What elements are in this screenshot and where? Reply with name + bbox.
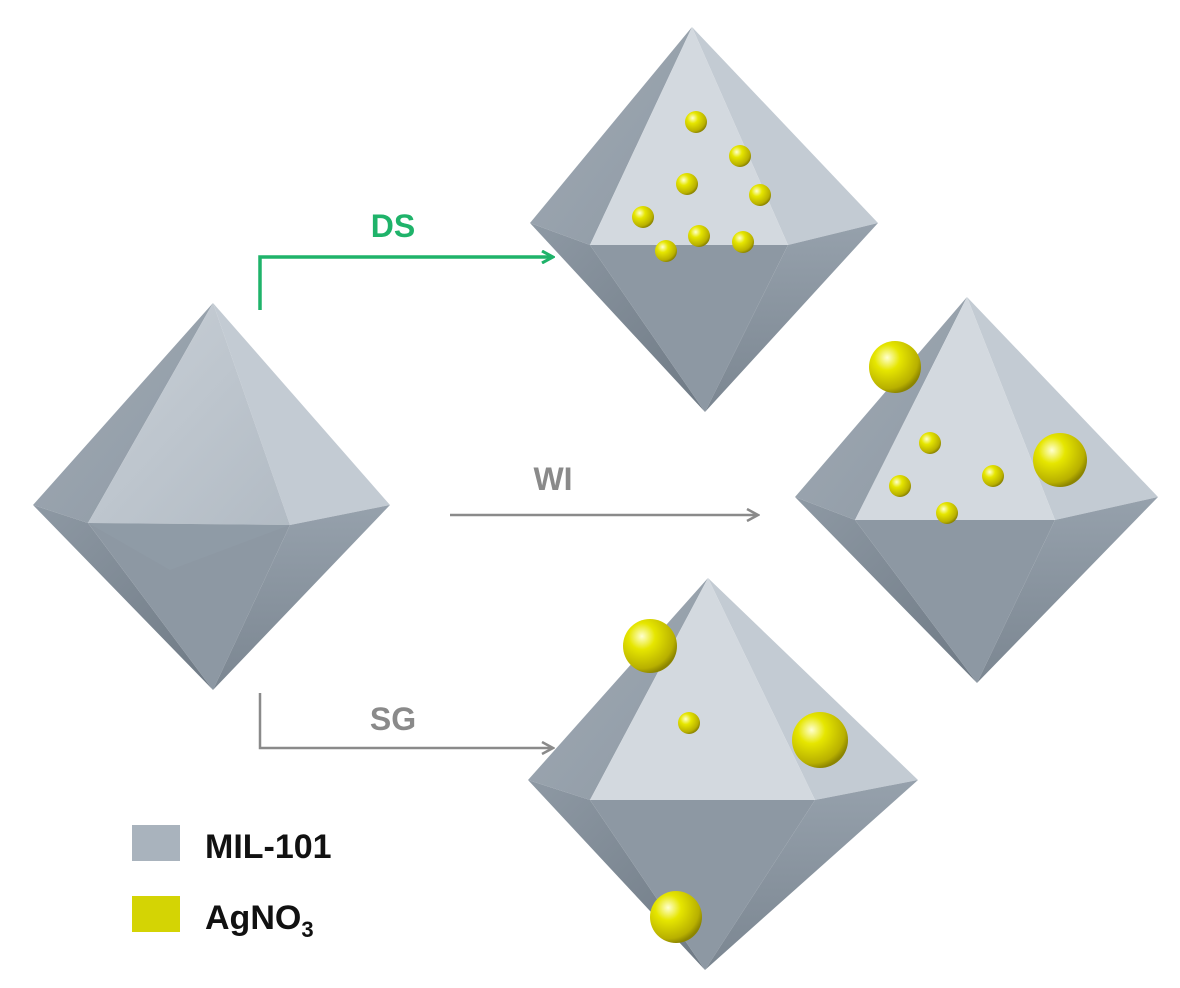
legend-label-mil101: MIL-101: [205, 828, 332, 866]
particle: [676, 173, 698, 195]
particle: [749, 184, 771, 206]
sg-octahedron: [528, 578, 918, 970]
particle: [655, 240, 677, 262]
wi-label: WI: [533, 461, 572, 497]
wi-particles: [869, 341, 1087, 524]
sg-arrow: [258, 693, 552, 748]
particle: [792, 712, 848, 768]
ds-arrow: [258, 257, 552, 310]
particle: [650, 891, 702, 943]
sg-label: SG: [370, 701, 416, 737]
ds-particles: [632, 111, 771, 262]
particle: [869, 341, 921, 393]
particle: [623, 619, 677, 673]
ds-label: DS: [371, 208, 415, 244]
particle: [936, 502, 958, 524]
particle: [685, 111, 707, 133]
ds-octahedron: [530, 27, 878, 412]
particle: [678, 712, 700, 734]
legend-label-agno3: AgNO3: [205, 899, 314, 942]
sg-particles: [623, 619, 848, 943]
particle: [1033, 433, 1087, 487]
particle: [688, 225, 710, 247]
particle: [982, 465, 1004, 487]
particle: [732, 231, 754, 253]
particle: [632, 206, 654, 228]
particle: [889, 475, 911, 497]
particle: [729, 145, 751, 167]
legend-swatch-agno3: [132, 896, 180, 932]
legend-swatch-mil101: [132, 825, 180, 861]
particle: [919, 432, 941, 454]
wi-octahedron: [795, 297, 1158, 683]
legend: MIL-101 AgNO3: [132, 825, 332, 942]
mil101-octahedron: [33, 303, 390, 690]
